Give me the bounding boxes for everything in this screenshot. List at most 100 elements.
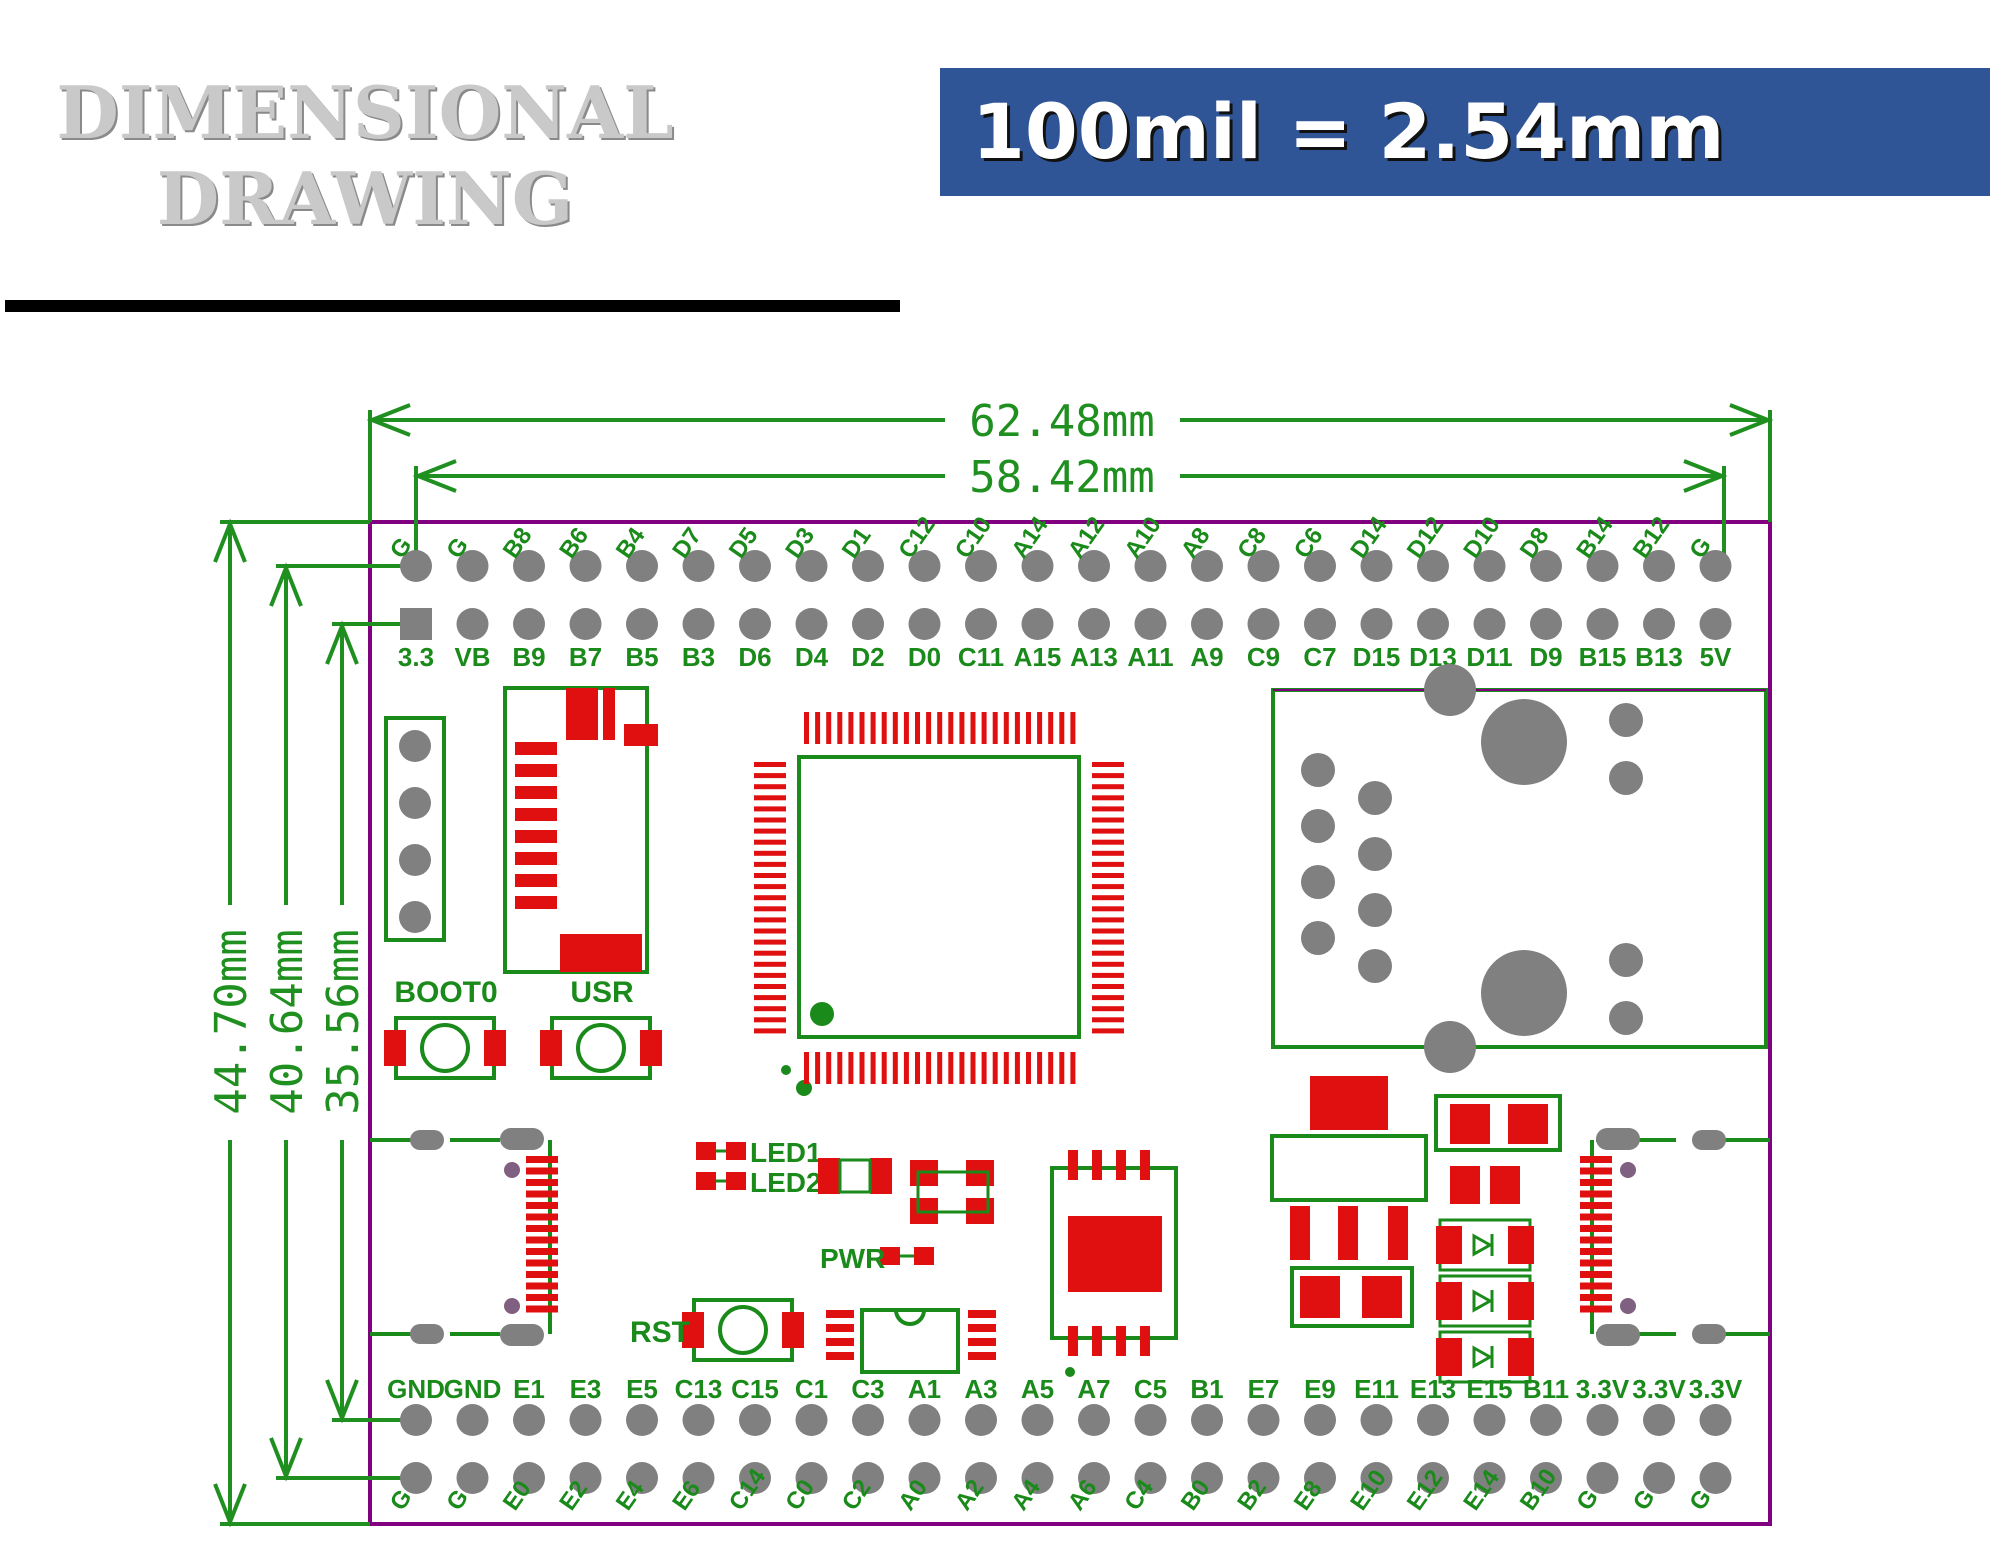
title-line-2: DRAWING (156, 156, 574, 241)
pin-pad (513, 1462, 545, 1494)
pin-label: E13 (1410, 1374, 1456, 1404)
pin-pad (1699, 550, 1732, 582)
scale-banner: 100mil = 2.54mm (940, 68, 1990, 196)
pin-pad (626, 1404, 658, 1436)
pin-label: C15 (731, 1374, 779, 1404)
led-pwr: PWR (820, 1243, 934, 1274)
pin-pad (1360, 1404, 1393, 1436)
pin-label: E11 (1354, 1374, 1399, 1404)
pin-pad (852, 550, 884, 582)
title-line-1: DIMENSIONAL (56, 70, 674, 155)
pin-label: D15 (1353, 642, 1401, 672)
pin-pad (456, 1404, 489, 1436)
pin-pad (1021, 1404, 1054, 1436)
title-divider (5, 300, 900, 312)
pin-pad (1191, 608, 1223, 640)
pin-pad (1586, 1462, 1619, 1494)
pin-label: E3 (570, 1374, 602, 1404)
pin-label: B1 (1190, 1374, 1223, 1404)
pin-pad (1643, 550, 1675, 582)
pin-pad (513, 550, 545, 582)
pin-pad (1417, 550, 1449, 582)
pin-label: E15 (1466, 1374, 1512, 1404)
pin-pad (1191, 1404, 1223, 1436)
pin-pad (569, 608, 602, 640)
pin-pad (1078, 550, 1110, 582)
capacitor-top (1434, 1094, 1562, 1152)
pin-pad (1191, 1462, 1223, 1494)
ethernet-jack (1271, 664, 1768, 1073)
rst-button: RST (630, 1298, 804, 1362)
pin-pad (1417, 1404, 1449, 1436)
pin-pad (1643, 1462, 1675, 1494)
pin-label: C3 (851, 1374, 884, 1404)
regulator-module (503, 686, 658, 974)
pin-pad (1360, 550, 1393, 582)
pin-pad (569, 1462, 602, 1494)
page-title: DIMENSIONAL DRAWING (40, 70, 690, 242)
boot0-button: BOOT0 (384, 976, 506, 1080)
pwr-label: PWR (820, 1243, 885, 1274)
pin-pad (513, 1404, 545, 1436)
pin-pad (1021, 608, 1054, 640)
pin-label: A9 (1190, 642, 1223, 672)
pin-label: A11 (1127, 642, 1173, 672)
usb-connector-right (1580, 1128, 1770, 1346)
pin-pad (965, 1462, 997, 1494)
dimension-lines (213, 403, 1774, 1528)
pin-label: 3.3 (398, 642, 434, 672)
pin-pad (908, 1404, 941, 1436)
pin-label: B13 (1635, 642, 1683, 672)
pin-pad (1530, 608, 1562, 640)
pin-pad (1530, 1404, 1562, 1436)
dim-width-inner: 58.42mm (969, 452, 1154, 503)
pin-pad (456, 550, 489, 582)
pin-label: E7 (1248, 1374, 1280, 1404)
pin-pad (1078, 608, 1110, 640)
pin-label: VB (454, 642, 490, 672)
pin-pad (852, 1462, 884, 1494)
pin-pad (965, 608, 997, 640)
pin-pad (1021, 1462, 1054, 1494)
pin-pad (795, 1462, 828, 1494)
pin-pad (1360, 1462, 1393, 1494)
pin-pad (400, 1404, 432, 1436)
pin-pad (682, 1462, 715, 1494)
pin-label: B7 (569, 642, 602, 672)
pin-label: 3.3V (1689, 1374, 1743, 1404)
pin-pad (682, 1404, 715, 1436)
pin-pad (1304, 550, 1336, 582)
pin-label: E9 (1304, 1374, 1336, 1404)
pin-label: B9 (512, 642, 545, 672)
pin-pad (1247, 1404, 1280, 1436)
pin-label: C5 (1134, 1374, 1167, 1404)
led1: LED1 (696, 1137, 822, 1168)
pin-label: D2 (851, 642, 884, 672)
pin-pad (456, 1462, 489, 1494)
flash-chip (1050, 1150, 1178, 1377)
pin-pad (739, 1462, 771, 1494)
pin-pad (1473, 1404, 1506, 1436)
pin-pad (1191, 550, 1223, 582)
pin-pad (965, 1404, 997, 1436)
pin-pad (795, 1404, 828, 1436)
pin-pad (1247, 1462, 1280, 1494)
pin-pad (1417, 608, 1449, 640)
pin-pad (1134, 608, 1167, 640)
pin-label: A15 (1014, 642, 1062, 672)
pin-pad (1473, 550, 1506, 582)
pin-label: B5 (625, 642, 658, 672)
pin-label: D4 (795, 642, 829, 672)
pin-pad (795, 550, 828, 582)
pin-pad (1530, 550, 1562, 582)
pin-pad (569, 1404, 602, 1436)
pin-pad (1417, 1462, 1449, 1494)
led2: LED2 (696, 1167, 822, 1198)
mcu-chip (754, 712, 1124, 1096)
power-regulator (1270, 1076, 1428, 1328)
pin-pad (1247, 608, 1280, 640)
pin-pad (456, 608, 489, 640)
